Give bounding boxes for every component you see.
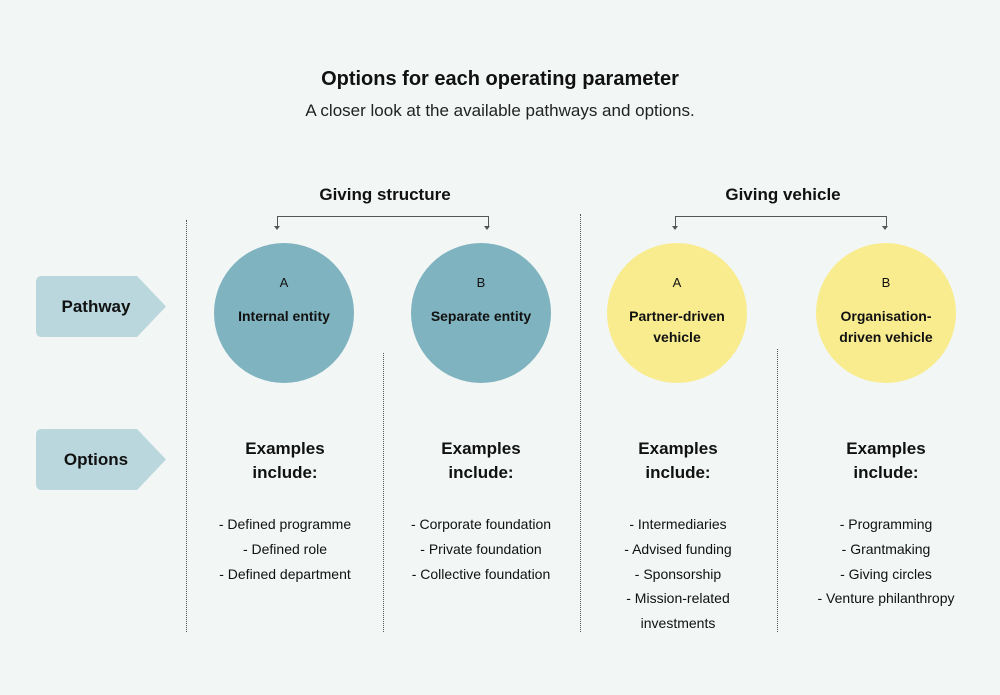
list-item: - Private foundation [420,540,542,557]
group-title-giving-structure: Giving structure [319,185,451,204]
examples-heading: Examples include: [578,437,778,485]
examples-list-separate-entity: - Corporate foundation - Private foundat… [381,512,581,586]
list-item: - Sponsorship [634,565,722,582]
pathway-name: Separate entity [430,308,532,324]
row-label-options: Options [63,450,129,469]
pathway-circle-partner-driven-vehicle: A Partner-driven vehicle [607,243,747,383]
examples-heading: Examples include: [185,437,385,485]
column-divider [383,353,384,632]
list-item: - Collective foundation [411,565,551,582]
examples-heading-text: Examples include: [638,439,718,482]
column-divider [580,214,581,632]
diagram-title: Options for each operating parameter [321,68,679,90]
examples-heading: Examples include: [786,437,986,485]
row-label-pathway: Pathway [61,297,131,316]
pathway-circle-internal-entity: A Internal entity [214,243,354,383]
list-item: - Giving circles [840,565,932,582]
pathway-letter: A [279,275,289,290]
examples-heading: Examples include: [381,437,581,485]
list-item: - Advised funding [624,540,732,557]
pathway-letter: B [881,275,891,290]
column-divider [186,220,187,632]
column-divider [777,349,778,632]
bracket-arrow [274,226,280,230]
examples-heading-text: Examples include: [846,439,926,482]
examples-list-partner-driven-vehicle: - Intermediaries - Advised funding - Spo… [578,512,778,636]
examples-heading-text: Examples include: [245,439,325,482]
pathway-letter: B [476,275,486,290]
list-item: - Defined role [242,540,328,557]
examples-list-organisation-driven-vehicle: - Programming - Grantmaking - Giving cir… [786,512,986,611]
list-item: - Mission-related investments [626,590,730,632]
group-title-giving-vehicle: Giving vehicle [725,185,841,204]
examples-heading-text: Examples include: [441,439,521,482]
list-item: - Corporate foundation [410,516,552,532]
pathway-letter: A [672,275,682,290]
diagram-subtitle: A closer look at the available pathways … [305,101,695,120]
pathway-circle-separate-entity: B Separate entity [411,243,551,383]
group-bracket-giving-vehicle [675,216,887,227]
row-tag-pathway: Pathway [36,276,166,337]
list-item: - Programming [839,516,933,532]
row-tag-options: Options [36,429,166,490]
bracket-arrow [672,226,678,230]
examples-list-internal-entity: - Defined programme - Defined role - Def… [185,512,385,586]
list-item: - Intermediaries [629,516,727,532]
bracket-arrow [882,226,888,230]
pathway-name: Organisation-driven vehicle [839,308,933,345]
pathway-name: Internal entity [238,308,330,324]
pathway-circle-organisation-driven-vehicle: B Organisation-driven vehicle [816,243,956,383]
pathway-name: Partner-driven vehicle [629,308,725,345]
list-item: - Venture philanthropy [817,590,955,607]
list-item: - Grantmaking [841,540,931,557]
group-bracket-giving-structure [277,216,489,227]
bracket-arrow [484,226,490,230]
list-item: - Defined department [219,565,351,582]
list-item: - Defined programme [218,516,352,532]
